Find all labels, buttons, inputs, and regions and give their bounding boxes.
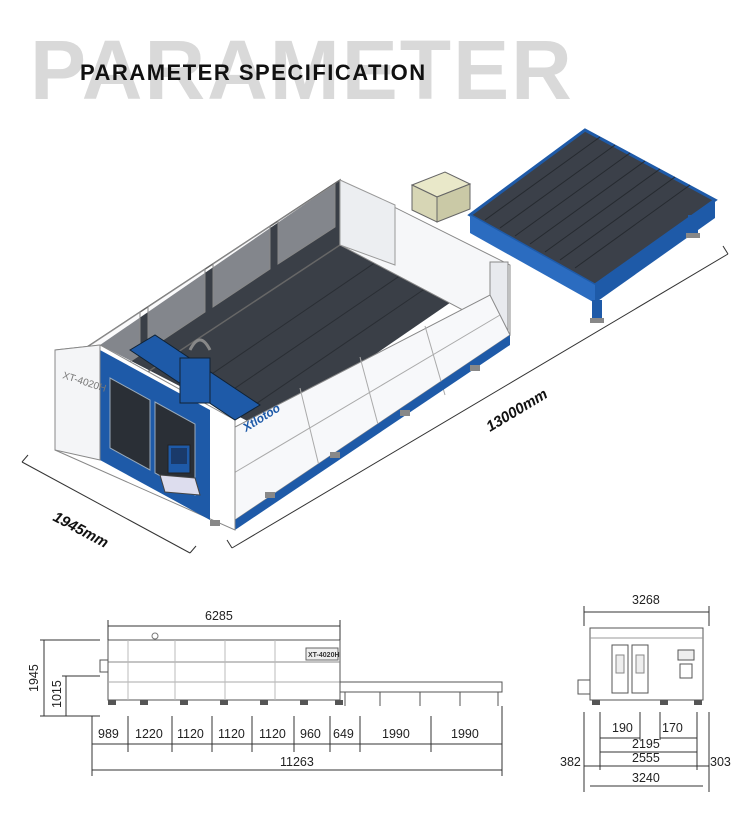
dim-front-top-width: 3268: [632, 593, 660, 607]
side-view: XT-4020H: [99, 632, 503, 706]
dim-segment: 649: [333, 727, 354, 741]
iso-width-label: 1945mm: [50, 509, 111, 552]
dim-front-right-gap: 170: [662, 721, 683, 735]
control-panel: [159, 444, 201, 496]
front-dimension-lines: [583, 606, 710, 792]
exchange-table: [467, 128, 718, 323]
iso-dimension-length: [226, 245, 729, 549]
dim-segment: 1120: [218, 727, 245, 741]
electrical-cabinet: [410, 171, 472, 223]
dim-machine-length: 6285: [205, 609, 233, 623]
page-title: PARAMETER SPECIFICATION: [80, 60, 427, 85]
dim-segment: 989: [98, 727, 119, 741]
side-segment-labels: 989 1220 1120 1120 1120 960 649 1990 199…: [98, 727, 479, 741]
dim-segment: 1220: [135, 727, 163, 741]
dim-front-base-width: 3240: [632, 771, 660, 785]
iso-dimension-width: [21, 454, 197, 554]
dim-height-total: 1945: [27, 664, 41, 692]
machine-enclosure: XT-4020H Xtlotoo: [54, 178, 511, 531]
background-watermark-word: PARAMETER: [30, 23, 574, 117]
front-view: [577, 627, 704, 705]
dim-height-table: 1015: [50, 680, 64, 708]
side-dimension-lines: [40, 620, 503, 776]
dim-segment: 1120: [259, 727, 286, 741]
dim-segment: 1990: [382, 727, 410, 741]
dim-front-inner-width: 2195: [632, 737, 660, 751]
dim-total-length: 11263: [280, 755, 314, 769]
dim-front-right-offset: 303: [710, 755, 731, 769]
dim-segment: 1120: [177, 727, 204, 741]
dim-segment: 1990: [451, 727, 479, 741]
dim-front-mid-width: 2555: [632, 751, 660, 765]
dim-front-left-gap: 190: [612, 721, 633, 735]
dim-segment: 960: [300, 727, 321, 741]
isometric-machine: XT-4020H Xtlotoo: [54, 128, 718, 531]
dim-front-left-offset: 382: [560, 755, 581, 769]
gantry: [129, 334, 261, 421]
side-model-label: XT-4020H: [308, 652, 340, 659]
